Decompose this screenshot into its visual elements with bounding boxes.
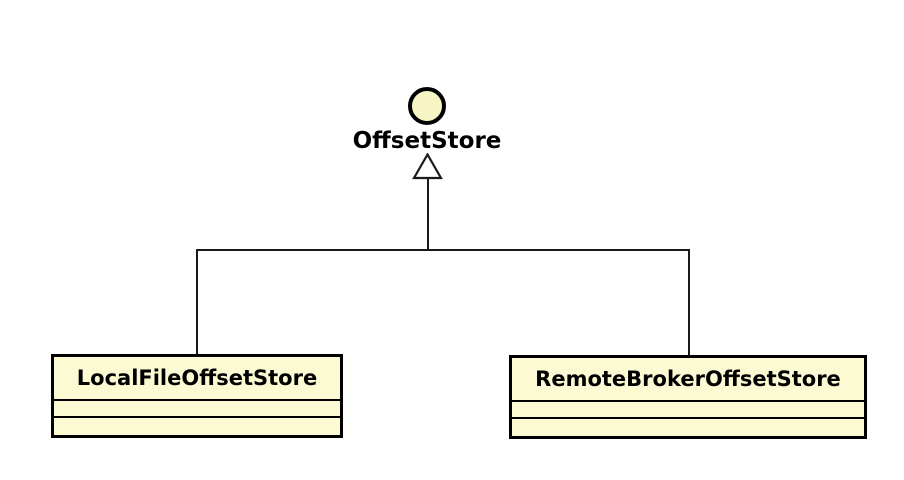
class-box-localfileoffsetstore: LocalFileOffsetStore (51, 354, 343, 438)
methods-compartment (512, 417, 864, 436)
attributes-compartment (54, 399, 340, 416)
generalization-line-localfileoffsetstore (196, 250, 198, 354)
class-name-label: RemoteBrokerOffsetStore (535, 367, 841, 391)
interface-label: OffsetStore (352, 128, 502, 154)
generalization-arrowhead-icon (412, 153, 443, 180)
class-name-label: LocalFileOffsetStore (76, 366, 318, 390)
interface-circle-icon (408, 87, 446, 125)
generalization-line-remotebrokeroffsetstore (688, 250, 690, 355)
attributes-compartment (512, 400, 864, 417)
methods-compartment (54, 416, 340, 435)
generalization-stem-line (427, 179, 429, 250)
generalization-horizontal-line (196, 249, 690, 251)
class-box-remotebrokeroffsetstore: RemoteBrokerOffsetStore (509, 355, 867, 439)
